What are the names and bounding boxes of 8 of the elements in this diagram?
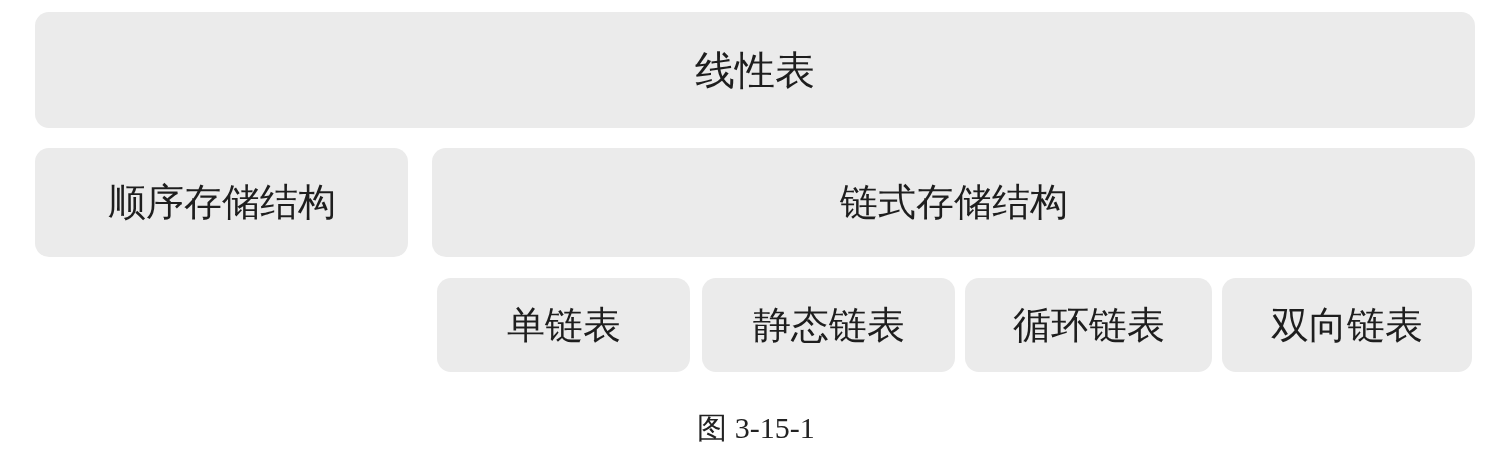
box-label: 静态链表 [752,301,905,349]
box-label: 双向链表 [1271,301,1423,349]
box-label: 顺序存储结构 [107,179,336,226]
box-label: 单链表 [506,301,621,349]
box-label: 链式存储结构 [839,179,1068,226]
figure-caption: 图 3-15-1 [696,410,816,446]
box-label: 线性表 [695,45,815,95]
box-label: 循环链表 [1012,301,1165,349]
